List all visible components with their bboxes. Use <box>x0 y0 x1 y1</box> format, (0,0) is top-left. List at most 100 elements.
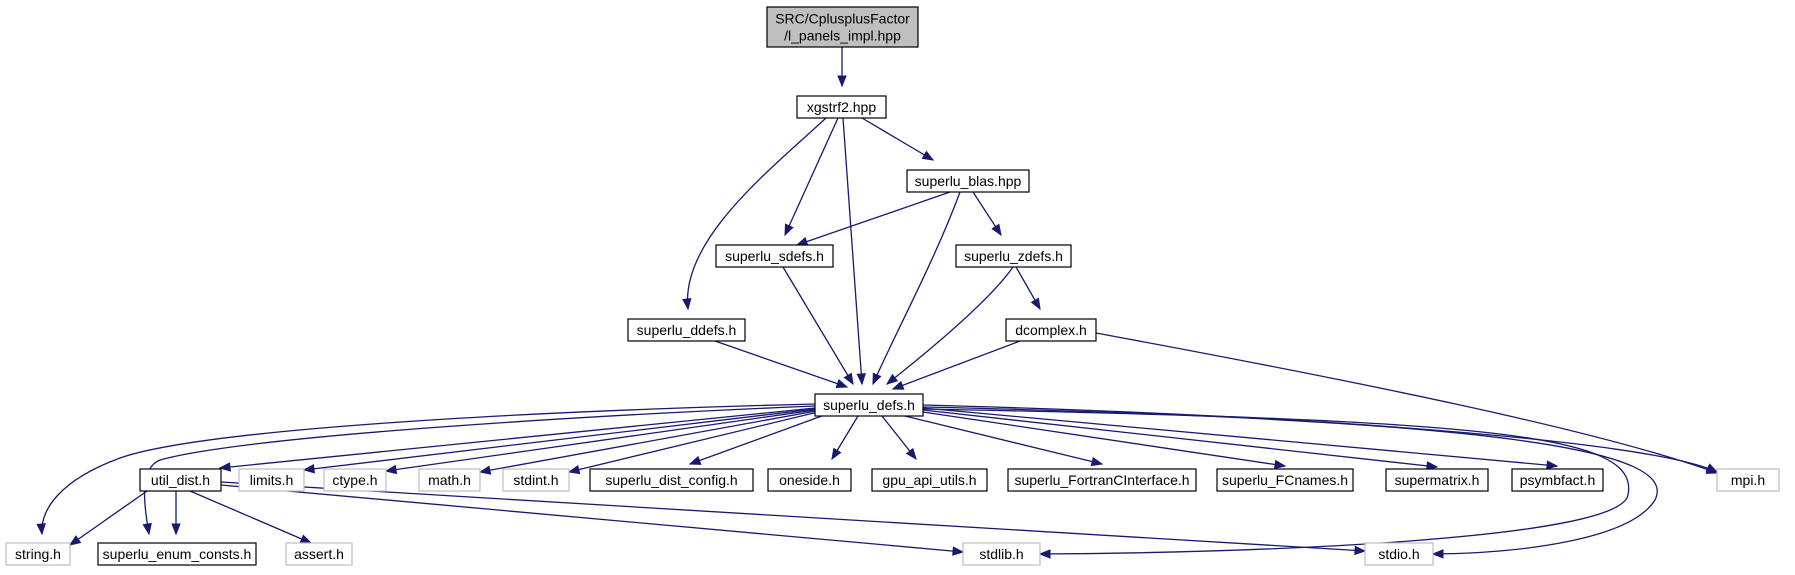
edge-line <box>479 410 817 473</box>
edge-superlu_defs-to-util_dist <box>218 407 816 472</box>
arrowhead <box>1431 549 1444 559</box>
node-box <box>715 244 834 268</box>
node-box <box>1216 468 1354 492</box>
arrowhead <box>1273 459 1287 470</box>
node-label: math.h <box>428 472 471 488</box>
node-box <box>1005 318 1097 342</box>
arrowhead <box>837 75 847 88</box>
arrowhead <box>478 465 492 475</box>
edge-superlu_defs-to-limits <box>302 408 816 474</box>
node-superlu-defs[interactable]: superlu_defs.h <box>814 393 924 417</box>
edge-util_dist-to-stdlib <box>220 484 965 556</box>
node-math: math.h <box>418 468 481 492</box>
edge-xgstrf2-to-superlu_sdefs <box>784 117 839 237</box>
node-limits: limits.h <box>238 468 305 492</box>
edge-line <box>219 407 816 469</box>
arrowhead <box>218 462 231 472</box>
edge-superlu_defs-to-oneside <box>831 415 859 461</box>
edge-line <box>714 340 848 388</box>
node-psymbfact[interactable]: psymbfact.h <box>1511 468 1604 492</box>
edge-layer <box>36 47 1719 559</box>
arrowhead <box>384 464 398 475</box>
edge-superlu_blas-to-superlu_zdefs <box>972 191 1002 237</box>
node-box <box>285 542 353 566</box>
edge-line <box>385 409 816 472</box>
node-box <box>1364 542 1434 566</box>
edge-superlu_defs-to-superlu_dist_config <box>688 412 831 465</box>
node-label: oneside.h <box>779 472 840 488</box>
edge-line <box>686 117 827 310</box>
node-label: supermatrix.h <box>1395 472 1480 488</box>
node-gpu-api-utils[interactable]: gpu_api_utils.h <box>871 468 988 492</box>
node-label: SRC/CplusplusFactor <box>775 11 910 27</box>
node-label: stdint.h <box>513 472 558 488</box>
node-stdlib: stdlib.h <box>962 542 1041 566</box>
node-superlu-FortranCInterface[interactable]: superlu_FortranCInterface.h <box>1007 468 1197 492</box>
node-box <box>418 468 481 492</box>
arrowhead <box>1038 549 1051 559</box>
edge-line <box>922 404 1718 473</box>
node-superlu-sdefs[interactable]: superlu_sdefs.h <box>715 244 834 268</box>
edge-line <box>922 411 1286 467</box>
edge-xgstrf2-to-superlu_ddefs <box>682 117 827 311</box>
edge-util_dist-to-assert <box>189 490 313 544</box>
node-label: xgstrf2.hpp <box>807 99 876 115</box>
arrowhead <box>171 523 181 536</box>
edge-line <box>872 191 961 385</box>
node-superlu-FCnames[interactable]: superlu_FCnames.h <box>1216 468 1354 492</box>
edge-line <box>796 191 951 246</box>
node-label: psymbfact.h <box>1520 472 1595 488</box>
edge-superlu_defs-to-superlu_FCnames <box>922 411 1287 470</box>
node-superlu-ddefs[interactable]: superlu_ddefs.h <box>627 318 746 342</box>
edge-superlu_defs-to-string <box>36 403 816 536</box>
edge-line <box>892 340 1021 390</box>
arrowhead <box>843 372 854 386</box>
arrowhead <box>567 464 581 475</box>
node-superlu-zdefs[interactable]: superlu_zdefs.h <box>955 244 1072 268</box>
edge-xgstrf2-to-superlu_blas <box>861 117 935 161</box>
edge-line <box>922 409 1438 468</box>
node-superlu-enum-consts[interactable]: superlu_enum_consts.h <box>97 542 257 566</box>
arrowhead <box>1705 463 1719 473</box>
node-box <box>589 468 754 492</box>
node-root[interactable]: SRC/CplusplusFactor/l_panels_impl.hpp <box>766 6 919 48</box>
edge-line <box>784 117 839 236</box>
edge-superlu_defs-to-stdlib <box>922 408 1630 559</box>
node-label: assert.h <box>294 546 344 562</box>
edge-line <box>922 407 1558 467</box>
node-label: superlu_ddefs.h <box>637 322 737 338</box>
edge-line <box>1095 332 1718 474</box>
arrowhead <box>831 447 842 461</box>
arrowhead <box>952 546 965 556</box>
node-box <box>796 95 887 119</box>
node-superlu-blas[interactable]: superlu_blas.hpp <box>906 169 1030 193</box>
node-oneside[interactable]: oneside.h <box>767 468 852 492</box>
arrowhead <box>905 447 917 461</box>
edge-line <box>842 117 863 385</box>
edge-dcomplex-to-superlu_defs <box>891 340 1021 390</box>
arrowhead <box>784 223 794 237</box>
node-superlu-dist-config[interactable]: superlu_dist_config.h <box>589 468 754 492</box>
edge-superlu_zdefs-to-dcomplex <box>1015 266 1041 311</box>
node-box <box>5 542 71 566</box>
node-box <box>139 468 222 492</box>
node-box <box>906 169 1030 193</box>
node-box <box>767 468 852 492</box>
node-stdint: stdint.h <box>502 468 570 492</box>
node-xgstrf2[interactable]: xgstrf2.hpp <box>796 95 887 119</box>
node-box <box>627 318 746 342</box>
node-supermatrix[interactable]: supermatrix.h <box>1385 468 1489 492</box>
node-label: superlu_FCnames.h <box>1222 472 1348 488</box>
edge-line <box>568 411 819 473</box>
node-label: superlu_enum_consts.h <box>103 546 252 562</box>
arrowhead <box>1090 456 1104 467</box>
node-util-dist[interactable]: util_dist.h <box>139 468 222 492</box>
node-mpi: mpi.h <box>1716 468 1780 492</box>
node-label: util_dist.h <box>151 472 210 488</box>
edge-superlu_zdefs-to-superlu_defs <box>885 266 1014 385</box>
arrowhead <box>299 534 313 544</box>
node-stdio: stdio.h <box>1364 542 1434 566</box>
node-dcomplex[interactable]: dcomplex.h <box>1005 318 1097 342</box>
edge-line <box>922 406 1658 555</box>
